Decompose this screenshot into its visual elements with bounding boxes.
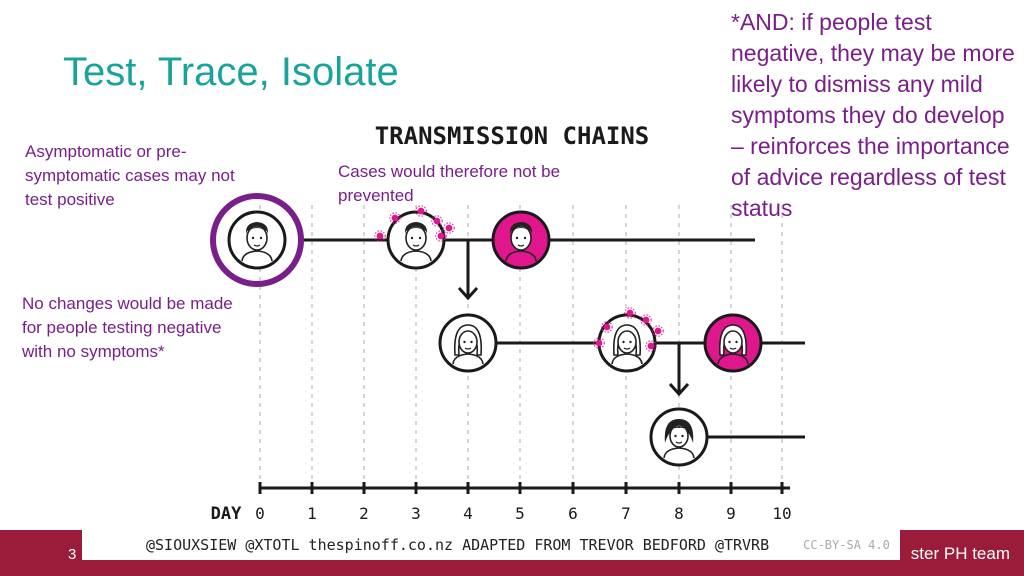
credit-text: @SIOUXSIEW @XTOTL thespinoff.co.nz ADAPT… [146,536,770,554]
person-1-day5-infected [491,210,551,270]
day-tick-label: 4 [463,504,473,523]
callout-test-negative: *AND: if people test negative, they may … [731,9,1015,221]
diagram-credit: @SIOUXSIEW @XTOTL thespinoff.co.nz ADAPT… [82,530,900,560]
day-tick-label: 5 [515,504,525,523]
day-tick-label: 1 [307,504,317,523]
note-asymptomatic: Asymptomatic or pre-symptomatic cases ma… [25,142,235,209]
footer-team-label: ster PH team [910,544,1010,563]
day-tick-label: 0 [255,504,265,523]
day-tick-label: 3 [411,504,421,523]
slide-title: Test, Trace, Isolate [63,50,399,94]
day-axis: DAY 0 1 2 3 4 5 6 7 8 9 10 [211,482,792,524]
person-3-day8 [649,407,709,467]
person-2-day4 [438,313,498,373]
day-tick-label: 2 [359,504,369,523]
day-tick-label: 10 [772,504,791,523]
day-tick-label: 8 [674,504,684,523]
slide-number: 3 [68,546,77,563]
person-1-day3-symptomatic [374,205,455,270]
license-text: CC-BY-SA 4.0 [803,538,890,552]
diagram-heading: TRANSMISSION CHAINS [375,122,650,150]
day-tick-label: 7 [621,504,631,523]
person-2-day9-infected [703,313,763,373]
note-negative-no-change: No changes would be made for people test… [22,294,233,361]
person-2-day7-symptomatic [593,307,664,373]
highlight-ring [210,193,304,287]
virus-icon [443,222,455,234]
day-tick-label: 9 [726,504,736,523]
transmission-arrow-2 [668,343,690,397]
note-not-prevented: Cases would therefore not be prevented [338,162,561,205]
person-1-day0-highlighted [210,193,304,287]
transmission-arrow-1 [457,240,479,301]
day-tick-label: 6 [568,504,578,523]
day-axis-label: DAY [211,504,242,524]
